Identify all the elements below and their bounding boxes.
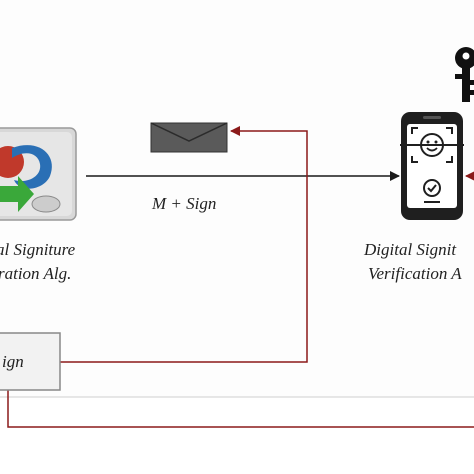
arrow-sign-to-message (60, 126, 308, 363)
diagram-panel (0, 0, 474, 397)
face-verification-phone-icon (400, 112, 464, 220)
message-label: M + Sign (152, 194, 217, 213)
envelope-icon (150, 122, 228, 153)
generation-alg-label-line2: ration Alg. (0, 264, 72, 283)
program-logo-icon (0, 127, 77, 221)
sign-box-label: ign (2, 352, 24, 371)
verification-alg-label-line1: Digital Signit (364, 240, 457, 259)
verification-alg-label-line2: Verification A (368, 264, 462, 283)
sign-box (0, 332, 61, 391)
key-icon (455, 47, 474, 102)
arrow-sign-to-verifier (7, 390, 474, 428)
generation-alg-label-line1: al Signiture (0, 240, 76, 259)
